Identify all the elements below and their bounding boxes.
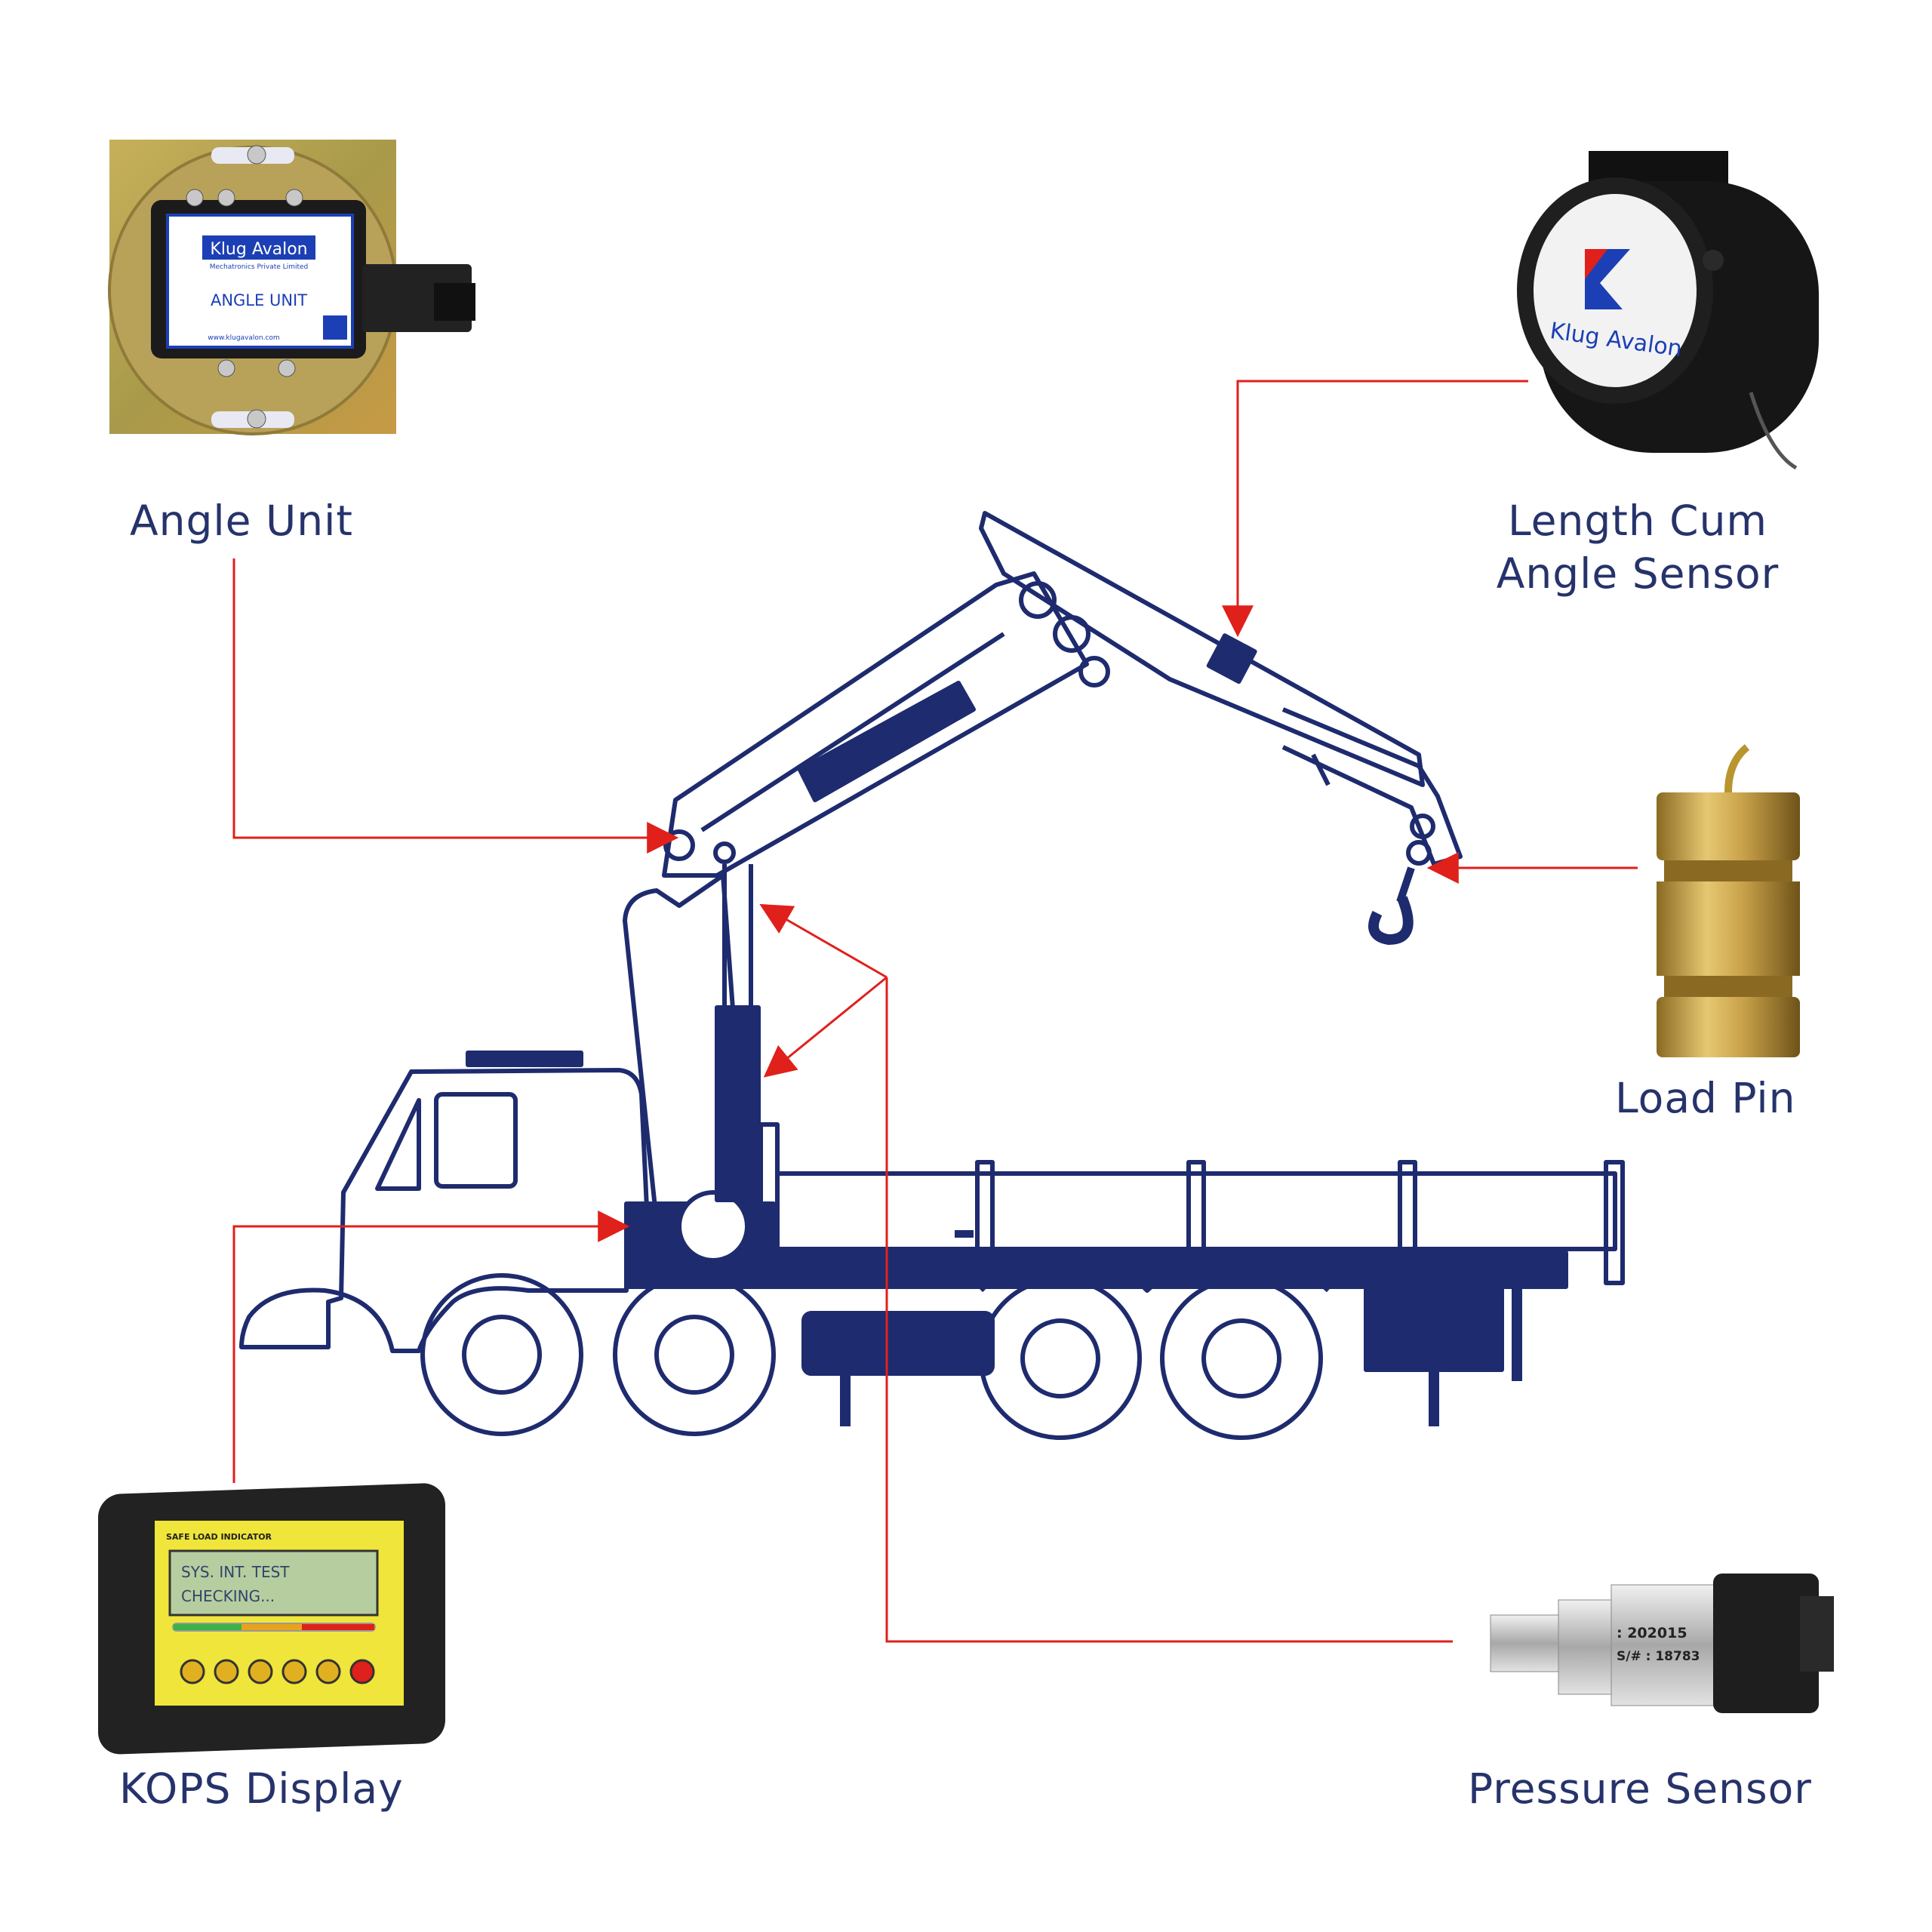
callout-kops [234, 1226, 626, 1483]
load-pin-top [1657, 792, 1800, 860]
truck [242, 513, 1623, 1438]
kops-led-green [174, 1624, 242, 1630]
kops-button-6[interactable] [351, 1660, 374, 1683]
label-load-pin: Load Pin [1615, 1072, 1796, 1124]
jib-extension [1283, 709, 1460, 864]
truck-cab [242, 1070, 649, 1351]
main-boom [664, 574, 1087, 875]
load-pin-middle [1657, 881, 1800, 976]
kops-led-red [302, 1624, 374, 1630]
kops-lcd-line2: CHECKING... [181, 1587, 275, 1605]
flatbed [777, 1174, 1615, 1249]
angle-unit-brand: Klug Avalon [210, 240, 307, 259]
kops-lcd-line1: SYS. INT. TEST [181, 1563, 290, 1581]
screw-3 [186, 189, 203, 206]
label-kops-display: KOPS Display [119, 1762, 404, 1815]
wheel-1 [423, 1275, 581, 1434]
lift-cylinder [717, 1008, 758, 1200]
wheel-4-hub [1204, 1321, 1279, 1396]
load-pin-bottom [1657, 997, 1800, 1057]
jib-boom [981, 513, 1423, 785]
angle-unit-subtitle: Mechatronics Private Limited [210, 263, 309, 271]
boom-pin [715, 844, 734, 862]
kops-display-device: SAFE LOAD INDICATOR SYS. INT. TEST CHECK… [98, 1482, 445, 1755]
wheel-1-hub [464, 1317, 540, 1392]
pressure-thread [1491, 1615, 1562, 1672]
callout-angle-unit [234, 558, 675, 838]
slewing-ring [679, 1192, 747, 1260]
screw-1 [248, 146, 266, 164]
pressure-body [1611, 1585, 1717, 1706]
kops-panel-title: SAFE LOAD INDICATOR [166, 1532, 272, 1542]
screw-7 [278, 360, 295, 377]
boom-inner-line [702, 634, 1004, 830]
screw-4 [218, 189, 235, 206]
cab-windshield [377, 1100, 419, 1189]
angle-unit-connector-right [434, 283, 475, 321]
length-sensor-knob [1703, 250, 1724, 271]
pressure-code: : 202015 [1617, 1625, 1687, 1641]
cab-roof-light [468, 1053, 581, 1065]
wheel-3-hub [1023, 1321, 1098, 1396]
screw-6 [218, 360, 235, 377]
angle-unit-qr [323, 315, 347, 340]
angle-unit-device: Klug Avalon Mechatronics Private Limited… [109, 140, 475, 434]
wheel-3 [981, 1279, 1140, 1438]
angle-unit-name: ANGLE UNIT [211, 291, 307, 309]
rear-box [1366, 1287, 1502, 1370]
label-angle-unit: Angle Unit [130, 494, 353, 547]
wheel-2-hub [657, 1317, 732, 1392]
load-pin-device [1657, 747, 1800, 1057]
screw-2 [248, 410, 266, 428]
kops-button-5[interactable] [317, 1660, 340, 1683]
hook [1374, 898, 1408, 940]
callout-pressure-arrow-1 [762, 906, 887, 977]
angle-unit-url: www.klugavalon.com [208, 334, 279, 342]
callout-pressure-arrow-2 [766, 977, 887, 1075]
fuel-tank [804, 1313, 992, 1374]
kops-button-4[interactable] [283, 1660, 306, 1683]
kops-led-amber [242, 1624, 302, 1630]
screw-5 [286, 189, 303, 206]
load-pin-groove-1 [1664, 860, 1792, 881]
pressure-plug [1800, 1596, 1834, 1672]
pressure-serial: S/# : 18783 [1617, 1649, 1700, 1664]
label-length-angle-line2: Angle Sensor [1487, 547, 1789, 600]
length-sensor-device: Klug Avalon [1517, 151, 1819, 468]
kops-button-2[interactable] [215, 1660, 238, 1683]
kops-button-3[interactable] [249, 1660, 272, 1683]
kops-lcd [170, 1551, 377, 1615]
label-length-angle-line1: Length Cum [1487, 494, 1789, 547]
wheel-2 [615, 1275, 774, 1434]
kops-button-1[interactable] [181, 1660, 204, 1683]
callouts [234, 381, 1638, 1641]
hook-block-2 [1408, 842, 1429, 863]
load-pin-groove-2 [1664, 976, 1792, 997]
pressure-hex [1558, 1600, 1615, 1694]
knuckle-pin-3 [1081, 658, 1108, 685]
cab-door-window [436, 1094, 515, 1186]
label-pressure-sensor: Pressure Sensor [1468, 1762, 1812, 1815]
wheel-4 [1162, 1279, 1321, 1438]
callout-length-sensor [1238, 381, 1528, 634]
load-pin-wire [1728, 747, 1747, 792]
pressure-sensor-device: : 202015 S/# : 18783 [1491, 1574, 1834, 1713]
